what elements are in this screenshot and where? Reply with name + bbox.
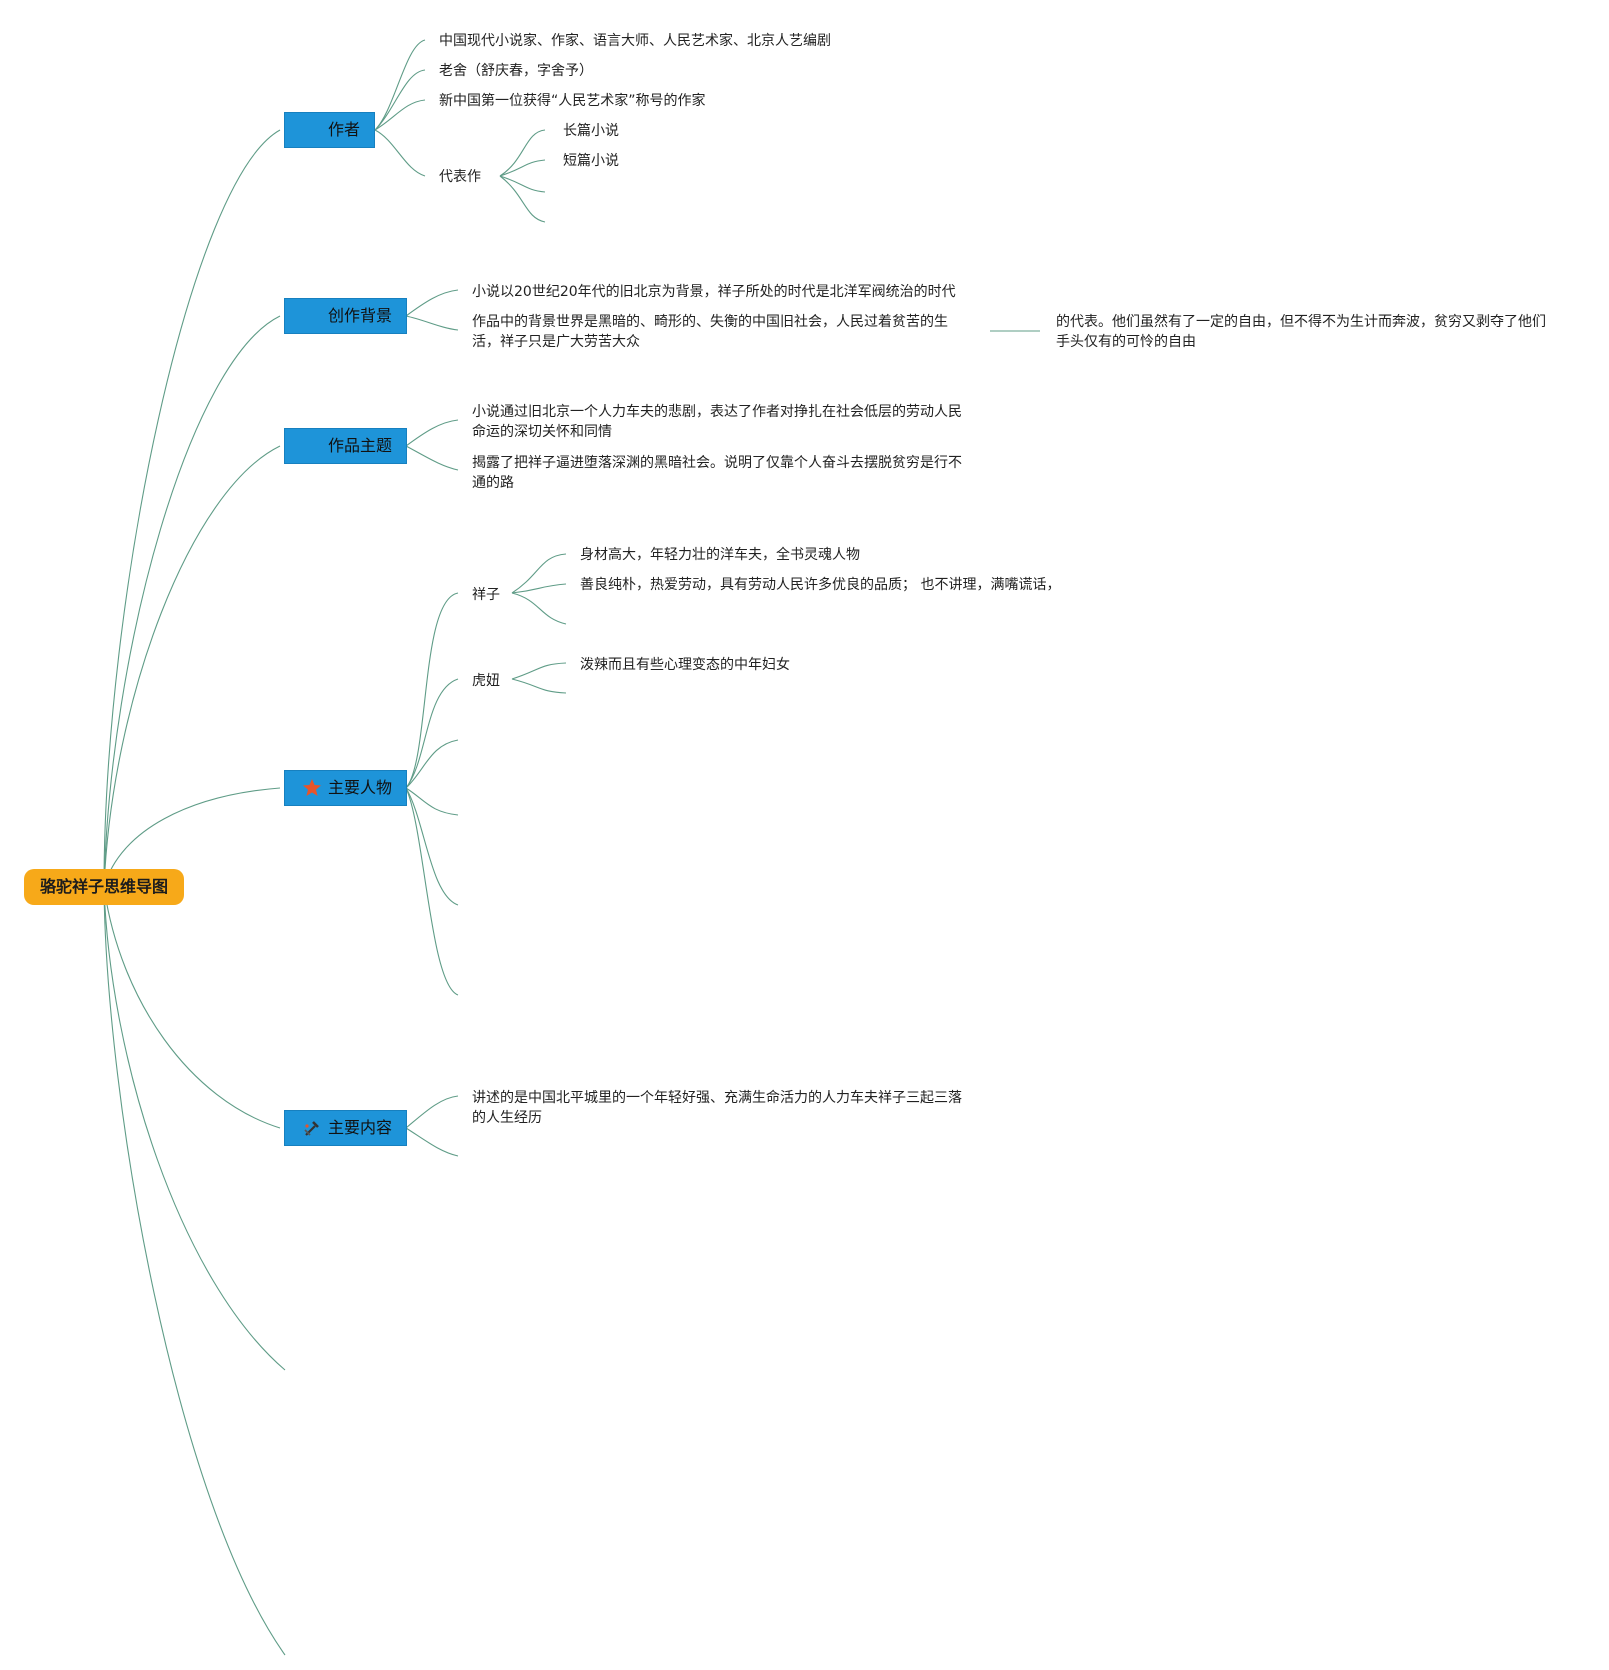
connector-characters-empty-4 [405, 787, 459, 996]
branch-characters[interactable]: 主要人物 [284, 770, 407, 806]
character-huniu: 虎妞 [472, 673, 500, 689]
root-node[interactable]: 骆驼祥子思维导图 [24, 869, 184, 905]
theme-detail-1: 小说通过旧北京一个人力车夫的悲剧，表达了作者对挣扎在社会低层的劳动人民命运的深切… [472, 404, 962, 440]
connector-works-empty-1 [499, 175, 546, 193]
author-detail-1: 中国现代小说家、作家、语言大师、人民艺术家、北京人艺编剧 [439, 33, 831, 49]
xiangzi-trait-2: 善良纯朴，热爱劳动，具有劳动人民许多优良的品质； 也不讲理，满嘴谎话， [580, 577, 1061, 593]
character-xiangzi: 祥子 [472, 587, 500, 603]
branch-background[interactable]: 创作背景 [284, 298, 407, 334]
tools-icon [302, 1118, 322, 1138]
connector-characters-xiangzi [405, 592, 459, 789]
branch-author[interactable]: 作者 [284, 112, 375, 148]
connector-xiangzi-empty [511, 592, 567, 625]
connector-theme-1 [405, 419, 459, 447]
background-detail-1: 小说以20世纪20年代的旧北京为背景，祥子所处的时代是北洋军阀统治的时代 [472, 284, 956, 300]
connector-characters-empty-1 [405, 739, 459, 789]
connector-works-short [499, 159, 546, 177]
works-long-novel: 长篇小说 [563, 123, 619, 139]
background-detail-2: 作品中的背景世界是黑暗的、畸形的、失衡的中国旧社会，人民过着贫苦的生活，祥子只是… [472, 314, 948, 350]
connector-author-works [374, 129, 426, 177]
content-detail-1: 讲述的是中国北平城里的一个年轻好强、充满生命活力的人力车夫祥子三起三落的人生经历 [472, 1090, 962, 1126]
background-detail-2-cont: 的代表。他们虽然有了一定的自由，但不得不为生计而奔波，贫穷又剥夺了他们手头仅有的… [1056, 314, 1546, 350]
connector-works-long [499, 129, 546, 177]
connector-author-3 [374, 99, 426, 131]
connector-author-1 [374, 39, 426, 131]
connector-root-characters [103, 787, 281, 888]
huniu-trait-1: 泼辣而且有些心理变态的中年妇女 [580, 657, 790, 673]
connector-background-1 [405, 289, 459, 317]
connector-author-2 [374, 69, 426, 131]
connector-xiangzi-2 [511, 583, 567, 594]
star-icon [302, 778, 322, 798]
connector-root-content [103, 886, 281, 1129]
connector-characters-empty-2 [405, 787, 459, 816]
connector-xiangzi-1 [511, 553, 567, 594]
xiangzi-trait-1: 身材高大，年轻力壮的洋车夫，全书灵魂人物 [580, 547, 860, 563]
branch-content[interactable]: 主要内容 [284, 1110, 407, 1146]
branch-theme[interactable]: 作品主题 [284, 428, 407, 464]
connector-theme-2 [405, 445, 459, 471]
author-works: 代表作 [439, 169, 481, 185]
connector-root-theme [103, 445, 281, 888]
branch-characters-label: 主要人物 [327, 778, 392, 797]
connector-characters-empty-3 [405, 787, 459, 906]
author-detail-3: 新中国第一位获得“人民艺术家”称号的作家 [439, 93, 706, 109]
branch-theme-label: 作品主题 [327, 436, 392, 455]
connector-root-background [103, 315, 281, 888]
connector-content-empty [405, 1127, 459, 1157]
theme-detail-2: 揭露了把祥子逼进堕落深渊的黑暗社会。说明了仅靠个人奋斗去摆脱贫穷是行不通的路 [472, 455, 962, 491]
connector-root-empty-1 [103, 886, 286, 1371]
connector-huniu-1 [511, 662, 567, 680]
connector-huniu-empty [511, 678, 567, 694]
works-short-novel: 短篇小说 [563, 153, 619, 169]
connector-characters-huniu [405, 678, 459, 789]
connector-background-2 [405, 315, 459, 331]
connector-root-author [103, 129, 281, 888]
branch-background-label: 创作背景 [327, 306, 392, 325]
connector-content-1 [405, 1095, 459, 1129]
author-detail-2: 老舍（舒庆春，字舍予） [439, 63, 593, 79]
branch-content-label: 主要内容 [327, 1118, 392, 1137]
branch-author-label: 作者 [327, 120, 360, 139]
connector-root-empty-2 [103, 886, 286, 1656]
connector-works-empty-2 [499, 175, 546, 223]
